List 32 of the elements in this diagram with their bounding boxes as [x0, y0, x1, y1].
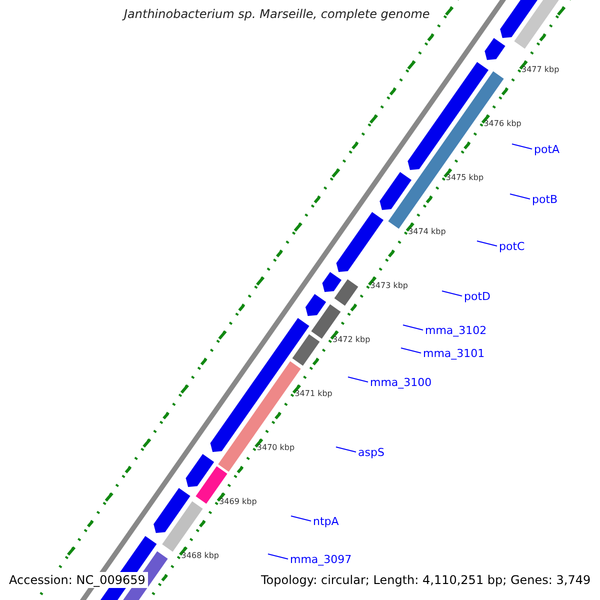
- tick-label: 3473 kbp: [370, 282, 408, 290]
- gene-label: mma_3102: [425, 325, 487, 336]
- tick-label: 3477 kbp: [522, 66, 560, 74]
- tick-label: 3476 kbp: [484, 120, 522, 128]
- gene-label: aspS: [358, 447, 384, 458]
- gene-label: potC: [499, 241, 525, 252]
- leader-line: [400, 348, 422, 354]
- tick-label: 3471 kbp: [294, 390, 332, 398]
- leader-line: [402, 324, 424, 330]
- tick-label: 3470 kbp: [256, 444, 295, 452]
- gene-label: mma_3097: [290, 554, 352, 565]
- leader-line: [336, 446, 356, 452]
- tick-label: 3472 kbp: [332, 336, 370, 344]
- tick-label: 3468 kbp: [181, 552, 219, 560]
- gene-label: potB: [532, 194, 558, 205]
- map-title: Janthinobacterium sp. Marseille, complete genome: [124, 8, 430, 20]
- leader-line: [476, 240, 498, 246]
- tick-label: 3474 kbp: [408, 228, 446, 236]
- leader-line: [510, 194, 530, 200]
- accession-text: Accession: NC_009659: [6, 572, 148, 588]
- gene-label: mma_3101: [423, 348, 485, 359]
- leader-line: [348, 376, 368, 382]
- leader-line: [442, 290, 462, 296]
- gene-label: ntpA: [313, 516, 339, 527]
- leader-line: [268, 554, 288, 560]
- gene-label: potD: [464, 291, 490, 302]
- tick-label: 3469 kbp: [219, 498, 257, 506]
- leader-line: [290, 516, 312, 522]
- tick-label: 3475 kbp: [446, 174, 484, 182]
- leader-line: [512, 144, 532, 150]
- gene-label: mma_3100: [370, 377, 432, 388]
- gene-label: potA: [534, 144, 560, 155]
